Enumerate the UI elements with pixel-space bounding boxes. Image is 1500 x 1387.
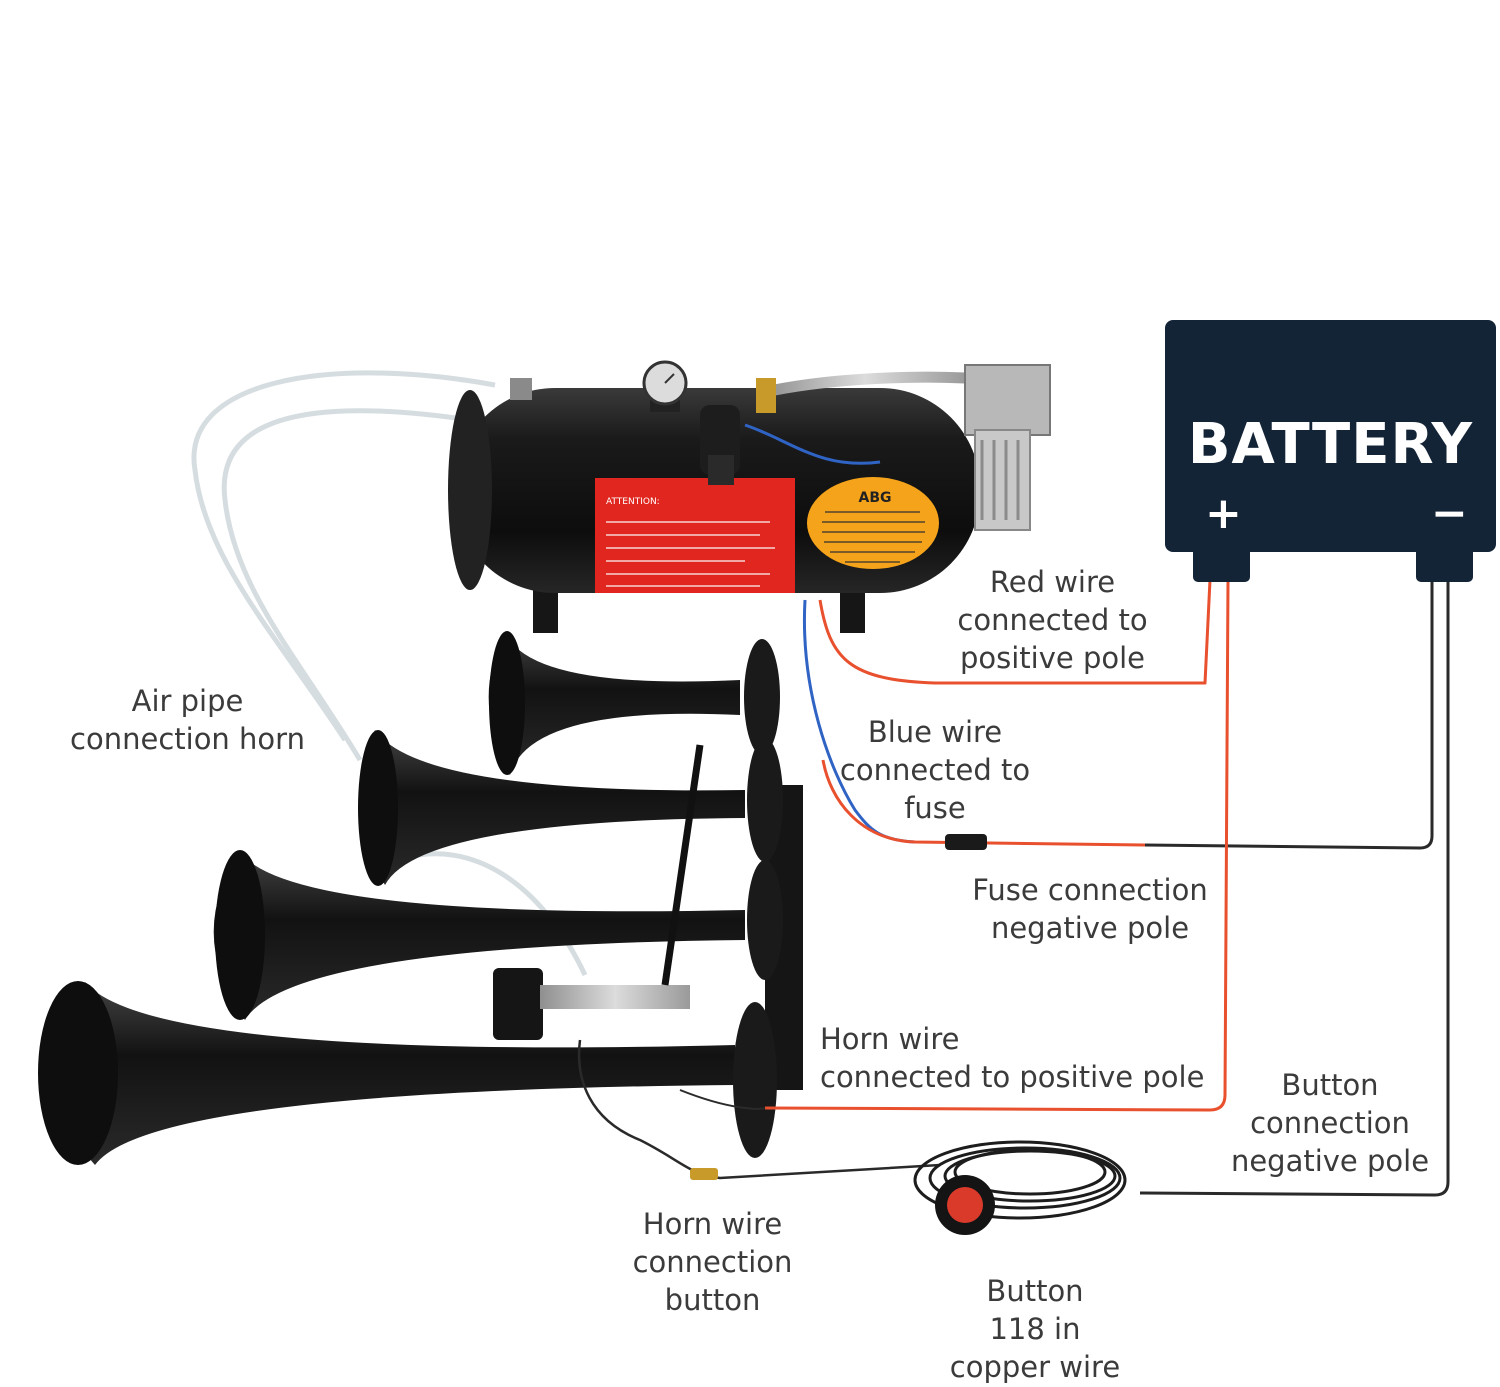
blue-wire-label: Blue wire connected to fuse — [839, 715, 1031, 825]
fuse-negative-wire — [1144, 580, 1434, 850]
compressor-tank: ATTENTION: ABG — [448, 360, 1051, 633]
air-manifold — [540, 985, 690, 1009]
horn-wire-button-label: Horn wire connection button — [632, 1207, 793, 1317]
battery-title: BATTERY — [1187, 412, 1474, 477]
filler-cap — [510, 378, 532, 400]
brand-text: ABG — [859, 490, 892, 506]
button-negative-wire — [1139, 580, 1450, 1197]
fuse-red-wire — [821, 759, 1146, 847]
attention-title: ATTENTION: — [606, 497, 660, 507]
air-pipe-label: Air pipe connection horn — [70, 684, 305, 756]
negative-terminal-symbol: − — [1431, 488, 1468, 539]
horn-wire-positive-label: Horn wire connected to positive pole — [820, 1022, 1205, 1094]
attention-text-lines — [606, 521, 775, 587]
battery: BATTERY + − — [1165, 320, 1496, 552]
compressor-motor — [964, 364, 1051, 531]
braided-hose — [763, 371, 966, 398]
fuse-connection-label: Fuse connection negative pole — [972, 873, 1208, 945]
button-wire-label: Button 118 in copper wire — [949, 1274, 1121, 1384]
horn-positive-wire — [764, 579, 1230, 1112]
push-button-icon — [913, 1140, 1127, 1235]
positive-terminal-symbol: + — [1205, 488, 1242, 539]
fuse-icon — [945, 834, 987, 850]
red-wire — [818, 579, 1212, 685]
spade-connector — [690, 1168, 718, 1180]
spec-label — [807, 477, 939, 569]
air-horn-icon — [38, 631, 803, 1165]
horn-ground-wire — [679, 1089, 766, 1110]
horn-air-line — [661, 744, 704, 986]
pressure-gauge-icon — [642, 360, 688, 412]
button-negative-label: Button connection negative pole — [1230, 1068, 1430, 1178]
red-wire-label: Red wire connected to positive pole — [957, 565, 1148, 675]
brass-fitting — [756, 378, 776, 413]
spec-text-lines — [822, 511, 925, 563]
pressure-switch — [700, 405, 740, 485]
blue-wire-loop — [744, 423, 881, 465]
solenoid-valve — [493, 968, 543, 1040]
negative-terminal — [1416, 540, 1473, 582]
positive-terminal — [1193, 540, 1250, 582]
